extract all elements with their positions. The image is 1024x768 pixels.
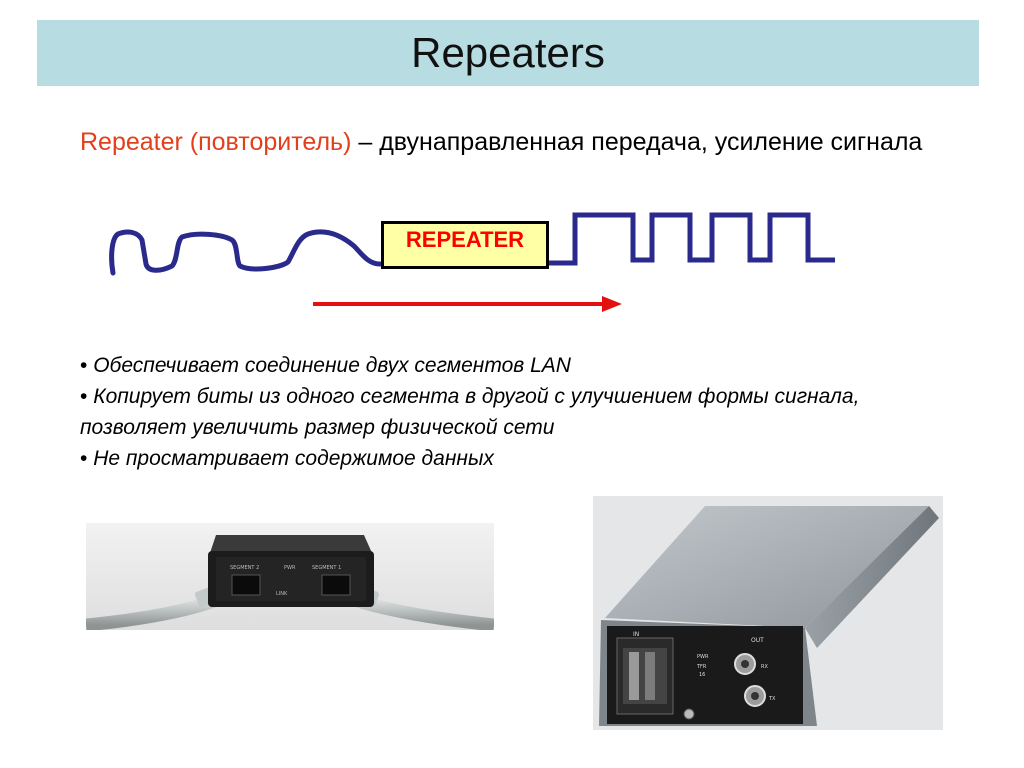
side-label-pwr: PWR bbox=[697, 654, 709, 660]
slide-title: Repeaters bbox=[411, 29, 605, 76]
link-label: LINK bbox=[276, 591, 288, 597]
out-label: OUT bbox=[751, 637, 764, 644]
small-repeater-image: SEGMENT 2 SEGMENT 1 PWR LINK bbox=[86, 523, 494, 630]
in-label: IN bbox=[633, 631, 639, 638]
rx-label: RX bbox=[761, 664, 768, 670]
repeater-label: REPEATER bbox=[405, 227, 525, 252]
segment-label-b: SEGMENT 1 bbox=[312, 565, 341, 571]
side-label-number: 16 bbox=[699, 672, 705, 678]
repeater-photo-large: IN OUT PWR TFR 16 RX TX bbox=[593, 496, 943, 730]
tx-label: TX bbox=[768, 696, 776, 702]
distorted-signal-wave bbox=[109, 229, 383, 276]
direction-arrow-head bbox=[602, 296, 622, 312]
intro-term: Repeater (повторитель) bbox=[80, 128, 352, 156]
intro-text: Repeater (повторитель) – двунаправленная… bbox=[80, 125, 960, 159]
power-label: PWR bbox=[284, 565, 296, 571]
square-signal-wave bbox=[549, 212, 835, 266]
segment-label-a: SEGMENT 2 bbox=[230, 565, 259, 571]
bullet-item: Копирует биты из одного сегмента в друго… bbox=[80, 381, 960, 443]
side-label-tfr: TFR bbox=[696, 664, 707, 670]
bullet-item: Обеспечивает соединение двух сегментов L… bbox=[80, 350, 960, 381]
bullet-list: Обеспечивает соединение двух сегментов L… bbox=[80, 350, 960, 474]
bullet-item: Не просматривает содержимое данных bbox=[80, 443, 960, 474]
large-repeater-image: IN OUT PWR TFR 16 RX TX bbox=[593, 496, 943, 730]
signal-diagram bbox=[109, 212, 835, 312]
repeater-photo-small: SEGMENT 2 SEGMENT 1 PWR LINK bbox=[86, 523, 494, 630]
title-bar: Repeaters bbox=[37, 20, 979, 86]
intro-description: – двунаправленная передача, усиление сиг… bbox=[351, 128, 923, 156]
repeater-box: REPEATER bbox=[381, 221, 549, 269]
